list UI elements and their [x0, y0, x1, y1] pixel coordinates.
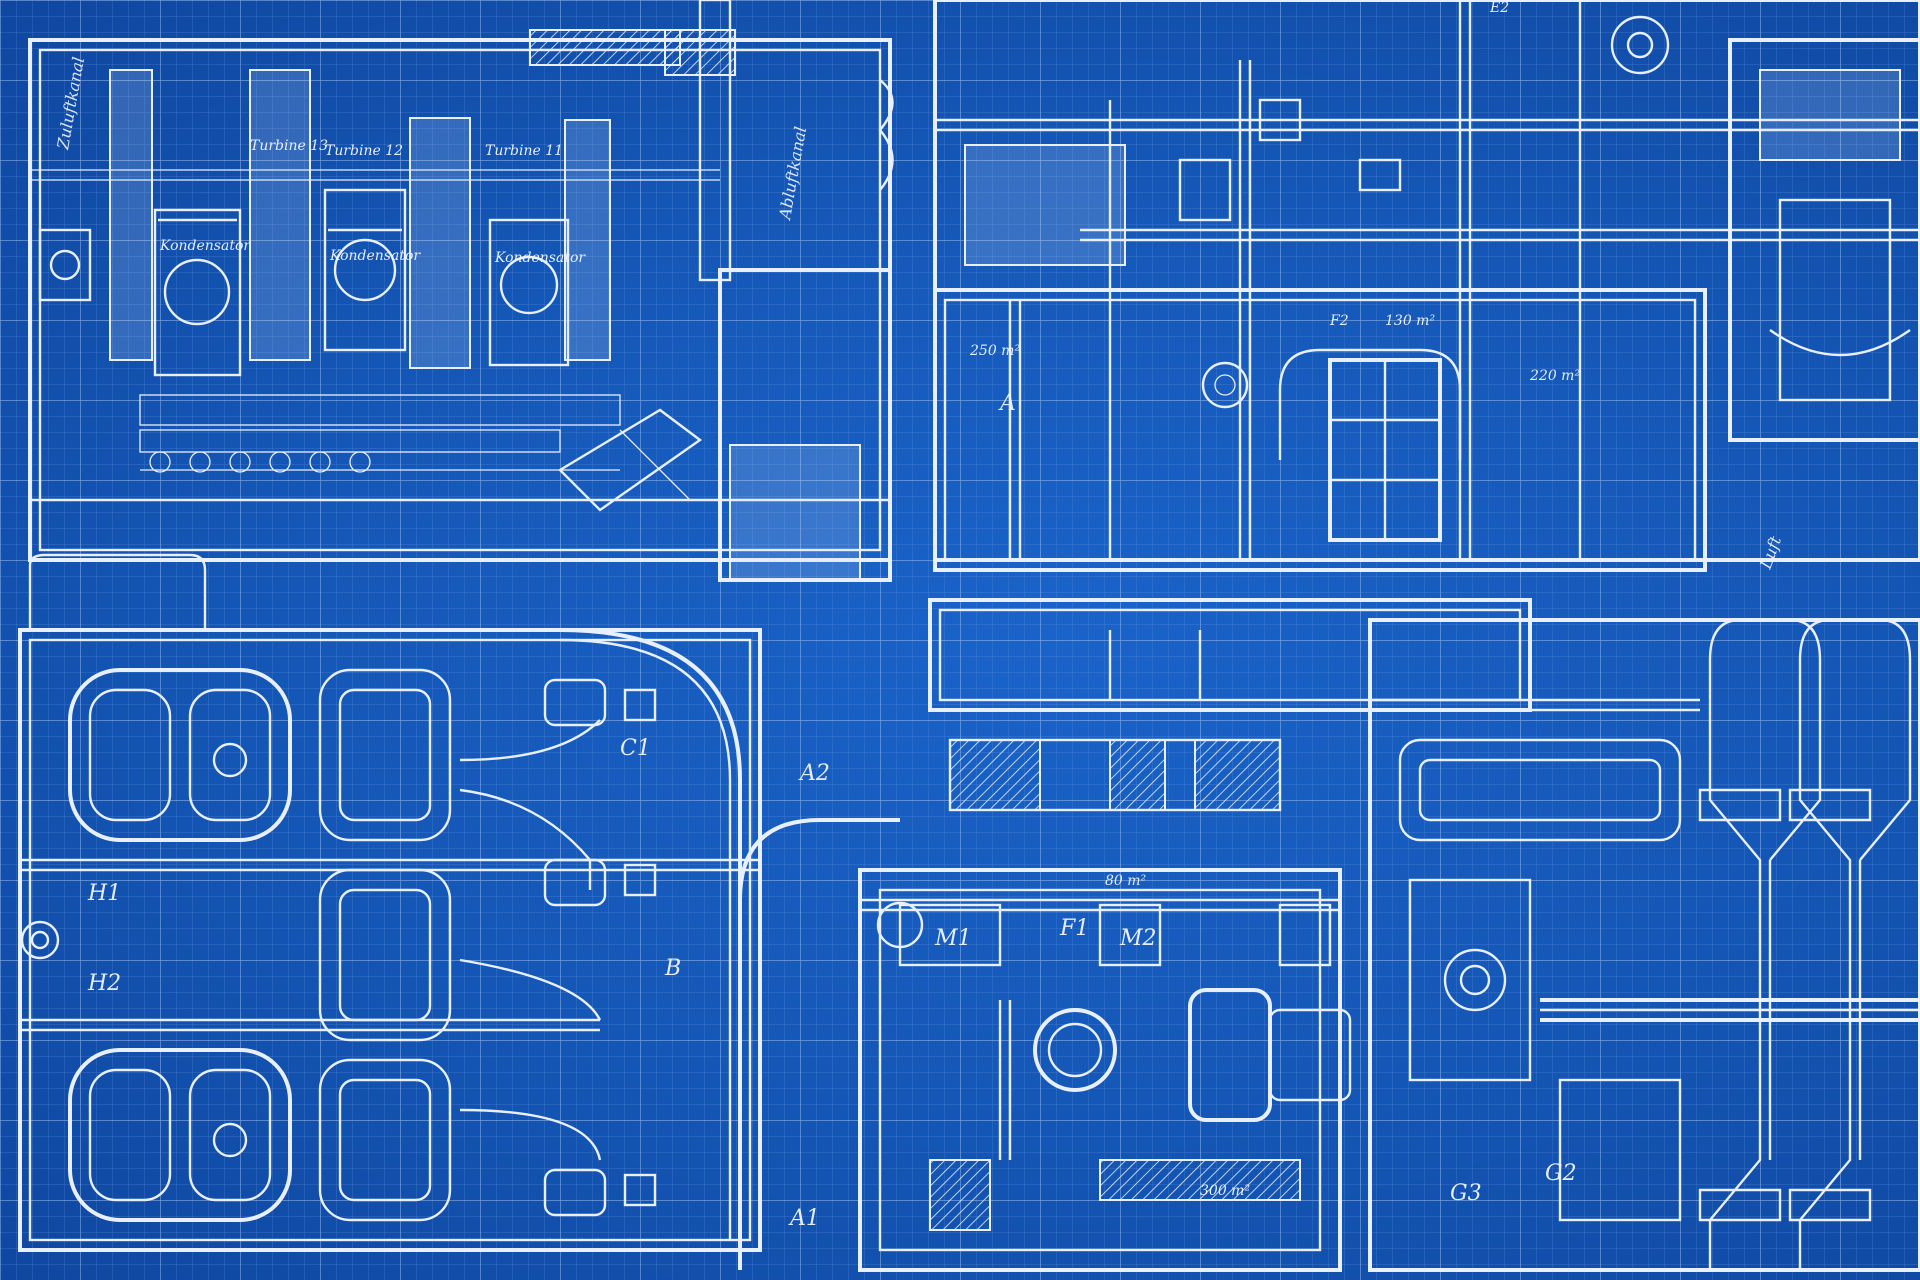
- boiler-1: [68, 668, 292, 842]
- label-turbine-1: Turbine 13: [250, 138, 328, 154]
- label-area-4: 300 m²: [1200, 1183, 1250, 1199]
- label-e2: E2: [1489, 0, 1509, 16]
- pump-room: [738, 818, 1352, 1272]
- corridor: [928, 598, 1532, 812]
- turbine-unit-3: [409, 117, 611, 369]
- label-a2: A2: [798, 761, 830, 786]
- label-area-3: 220 m²: [1529, 368, 1580, 384]
- label-area-2: 130 m²: [1385, 313, 1435, 329]
- label-m2: M2: [1119, 926, 1157, 951]
- turbine-unit-1: [109, 69, 242, 377]
- label-g3: G3: [1450, 1181, 1482, 1206]
- turbine-hall: [28, 0, 894, 582]
- turbine-unit-2: [249, 69, 407, 361]
- label-turbine-3: Turbine 11: [485, 143, 563, 159]
- machinery-bay: [1368, 618, 1920, 1272]
- label-h2: H2: [87, 971, 121, 996]
- label-g2: G2: [1545, 1161, 1577, 1186]
- label-f2: F2: [1329, 313, 1349, 329]
- label-f1: F1: [1059, 916, 1089, 941]
- label-m1: M1: [934, 926, 972, 951]
- label-a: A: [998, 391, 1016, 416]
- label-area-5: 80 m²: [1105, 873, 1147, 889]
- boiler-room: [18, 553, 762, 1252]
- label-h1: H1: [87, 881, 121, 906]
- label-turbine-2: Turbine 12: [325, 143, 403, 159]
- boiler-2: [68, 1048, 292, 1222]
- label-b: B: [664, 956, 681, 981]
- label-condenser-2: Kondensator: [329, 248, 421, 264]
- label-c1: C1: [620, 736, 651, 761]
- label-area-1: 250 m²: [969, 343, 1020, 359]
- label-condenser-1: Kondensator: [159, 238, 251, 254]
- label-condenser-3: Kondensator: [494, 250, 586, 266]
- piping-room: [933, 0, 1920, 572]
- label-a1: A1: [788, 1206, 820, 1231]
